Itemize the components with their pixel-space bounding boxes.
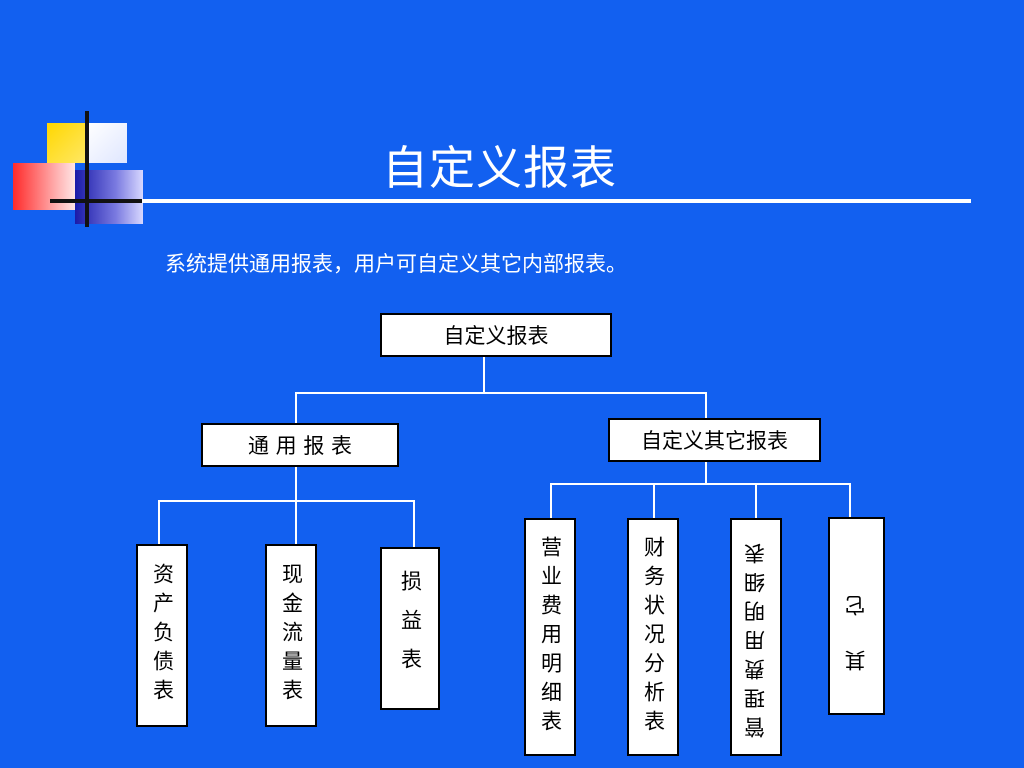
root-box: 自定义报表 bbox=[380, 313, 612, 357]
slide-subtitle: 系统提供通用报表，用户可自定义其它内部报表。 bbox=[165, 252, 627, 276]
cash-flow-box: 现金流量表 bbox=[265, 544, 317, 727]
connector-to-custom bbox=[705, 392, 707, 419]
connector-root-down bbox=[483, 356, 485, 394]
logo-vertical-rule bbox=[85, 111, 89, 227]
slide-title: 自定义报表 bbox=[382, 141, 617, 195]
financial-analysis-box: 财务状况分析表 bbox=[627, 518, 679, 756]
connector-general-down bbox=[295, 466, 297, 546]
general-reports-box: 通 用 报 表 bbox=[201, 423, 399, 467]
connector-custom-bar bbox=[550, 483, 851, 485]
connector-general-bar bbox=[158, 500, 415, 502]
logo-horizontal-rule bbox=[50, 199, 142, 203]
connector-custom-down bbox=[705, 461, 707, 485]
connector-to-admin-expense bbox=[755, 483, 757, 519]
admin-expense-detail-box: 管理费用明细表 bbox=[730, 518, 782, 756]
connector-to-income-statement bbox=[413, 500, 415, 548]
connector-level1-bar bbox=[295, 392, 707, 394]
connector-to-other bbox=[849, 483, 851, 518]
connector-to-general bbox=[295, 392, 297, 424]
balance-sheet-box: 资产负债表 bbox=[136, 544, 188, 727]
other-box: 其它 bbox=[828, 517, 885, 715]
connector-to-balance-sheet bbox=[158, 500, 160, 545]
connector-to-financial-analysis bbox=[653, 483, 655, 519]
logo-yellow-square bbox=[47, 123, 87, 163]
title-underline bbox=[142, 199, 971, 203]
income-statement-box: 损益表 bbox=[380, 547, 440, 710]
opex-detail-box: 营业费用明细表 bbox=[524, 518, 576, 756]
connector-to-opex bbox=[550, 483, 552, 519]
logo-white-square bbox=[88, 123, 127, 163]
custom-reports-box: 自定义其它报表 bbox=[608, 418, 821, 462]
